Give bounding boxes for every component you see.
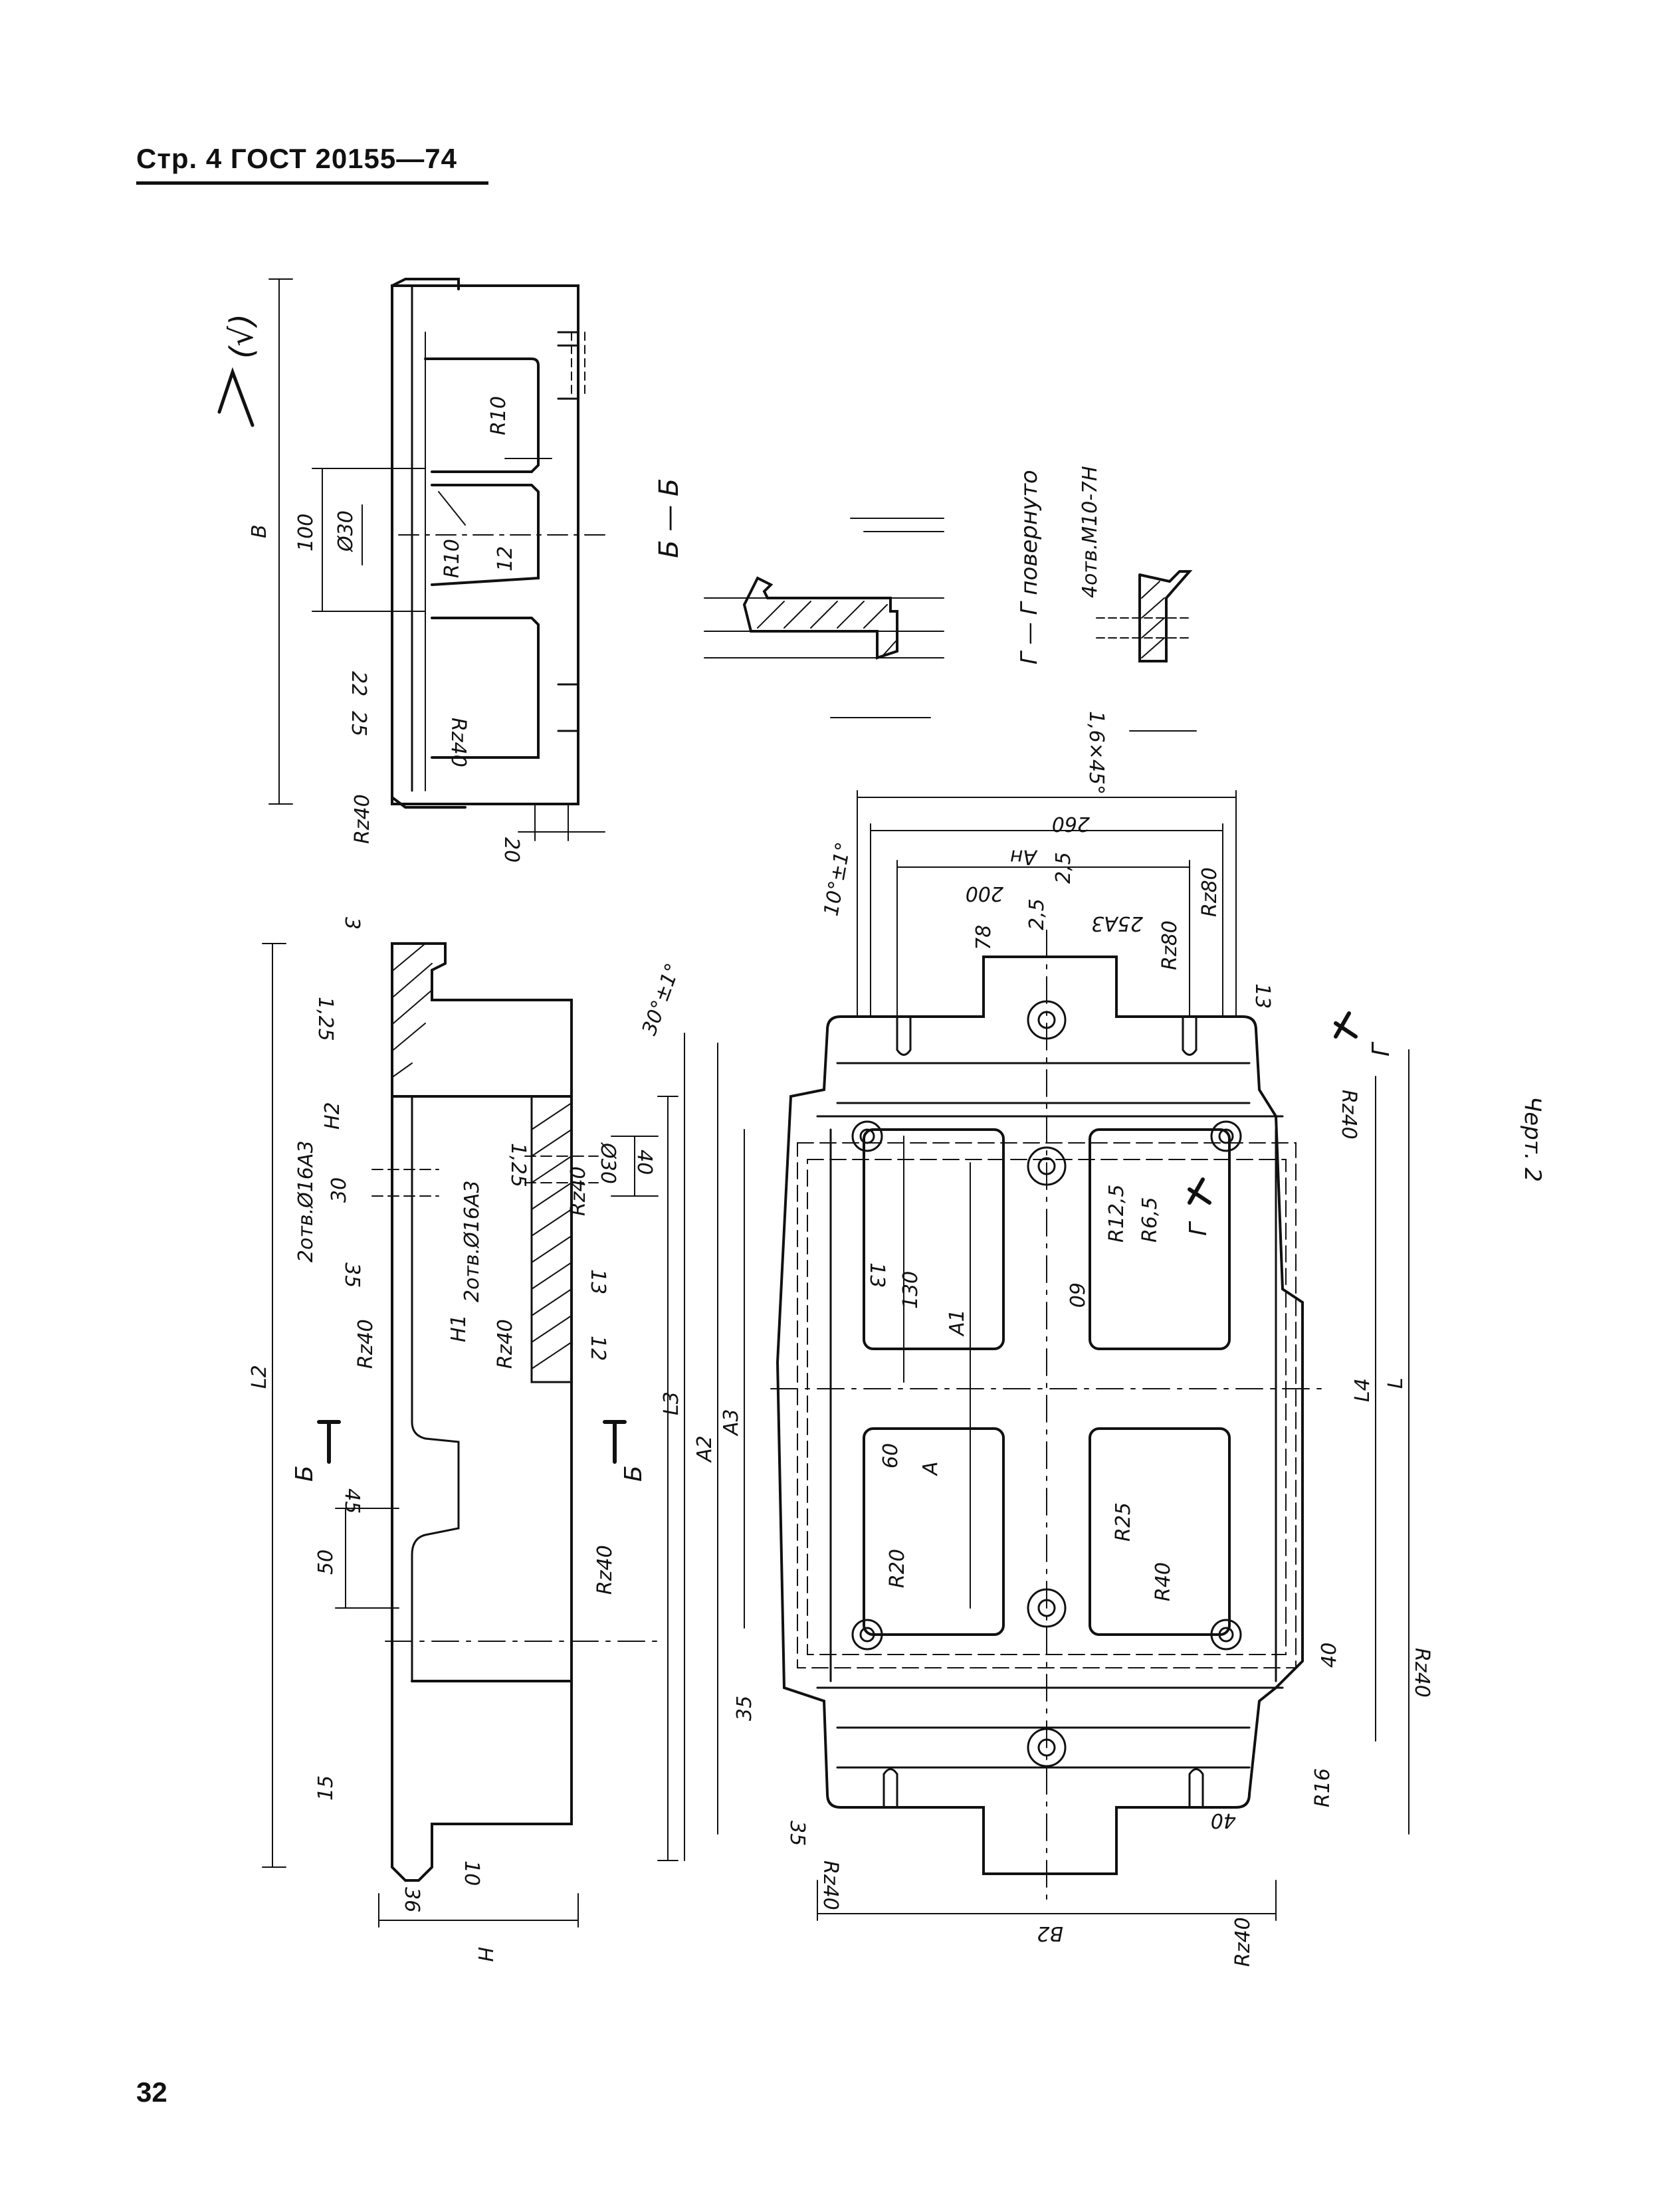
dim-40-pv-b: 40: [1211, 1809, 1236, 1832]
dim-r40: R40: [1152, 1562, 1175, 1601]
dim-an: Aн: [1010, 845, 1038, 868]
surface-finish-symbol: (√): [223, 314, 261, 359]
dim-35-pv-a: 35: [733, 1696, 756, 1721]
figure-caption: Черт. 2: [1519, 1096, 1546, 1182]
dim-13-pv-b: 13: [865, 1262, 888, 1288]
dim-25-a: 2,5: [1052, 852, 1075, 884]
dim-125-b: 1,25: [506, 1143, 530, 1187]
dim-125-a: 1,25: [314, 997, 337, 1041]
dim-b-top: B: [248, 524, 271, 538]
dim-30-sv: 30: [328, 1177, 351, 1203]
dim-50: 50: [314, 1550, 338, 1575]
dim-45: 45: [340, 1488, 364, 1514]
dim-15-sv: 15: [314, 1775, 338, 1801]
dim-rz40-sv-5: Rz40: [593, 1545, 617, 1595]
dim-rz40-sv-4: Rz40: [494, 1319, 517, 1369]
cut-label-b-right: Б: [620, 1465, 647, 1482]
dim-rz80-b: Rz80: [1158, 920, 1182, 970]
dim-h: H: [473, 1947, 496, 1962]
dim-22: 22: [347, 671, 370, 696]
dim-36: 36: [400, 1887, 423, 1912]
dim-r10-b: R10: [441, 539, 464, 578]
dim-12-top: 12: [494, 546, 517, 571]
dim-20-top: 20: [500, 837, 523, 862]
page-number: 32: [136, 2076, 167, 2108]
plan-view-outline: [776, 955, 1304, 1875]
dim-r10-a: R10: [487, 396, 510, 435]
dim-h2: H2: [321, 1102, 344, 1130]
dim-rz40-pv-4: Rz40: [1231, 1917, 1255, 1967]
dim-25-top: 25: [347, 711, 370, 736]
section-g-holes: 4отв.М10-7Н: [1079, 466, 1102, 598]
side-view-outline: [391, 942, 573, 1098]
dim-r65: R6,5: [1138, 1197, 1162, 1243]
top-view: [268, 278, 612, 841]
dim-10deg: 10°±1°: [819, 841, 855, 918]
top-view-outline: [391, 284, 579, 805]
dim-40-sv: 40: [633, 1150, 656, 1175]
dim-13-pv-a: 13: [1251, 983, 1274, 1009]
dim-r25: R25: [1112, 1502, 1135, 1542]
dim-holes-16-b: 2отв.Ø16А3: [461, 1180, 484, 1302]
dim-holes-16-a: 2отв.Ø16А3: [294, 1140, 318, 1262]
dim-rz40-sv-1: Rz40: [351, 794, 374, 844]
section-b-title: Б — Б: [654, 478, 684, 558]
dim-rz40-pv-3: Rz40: [819, 1860, 842, 1910]
dim-rz40-pv-1: Rz40: [1337, 1090, 1360, 1140]
dim-l3: L3: [660, 1391, 683, 1415]
dim-10-sv: 10: [460, 1860, 483, 1886]
dim-r125: R12,5: [1105, 1184, 1128, 1243]
dim-a1: A1: [946, 1309, 969, 1337]
dim-r20: R20: [886, 1549, 909, 1588]
section-g-view: [1096, 570, 1197, 732]
side-view: [262, 942, 678, 1928]
plan-view: [684, 790, 1409, 1921]
dim-60-b: 60: [879, 1443, 902, 1468]
dim-13-sv: 13: [586, 1269, 609, 1294]
dim-60-a: 60: [1065, 1282, 1088, 1308]
dim-260: 260: [1052, 812, 1090, 835]
dim-d30-sv: Ø30: [596, 1142, 619, 1184]
dim-3: 3: [340, 917, 364, 930]
dim-200: 200: [966, 882, 1003, 905]
cut-label-g-mid: Г: [1185, 1221, 1212, 1236]
dim-a: A: [919, 1461, 942, 1476]
dim-40-pv-a: 40: [1318, 1643, 1341, 1668]
dim-l4: L4: [1351, 1378, 1374, 1402]
dim-rz80-a: Rz80: [1198, 867, 1221, 917]
header-text: Стр. 4 ГОСТ 20155—74: [136, 143, 457, 174]
dim-35-pv-b: 35: [785, 1821, 809, 1846]
page-header: Стр. 4 ГОСТ 20155—74: [136, 143, 488, 185]
dim-100: 100: [294, 514, 318, 552]
dim-30deg: 30°±1°: [638, 960, 685, 1039]
dim-a2: A2: [693, 1435, 716, 1463]
dim-78: 78: [972, 925, 995, 950]
cut-label-g-top: Г: [1368, 1041, 1395, 1056]
dim-a3: A3: [720, 1409, 743, 1437]
section-g-chamfer: 1,6×45°: [1085, 711, 1108, 795]
dim-d30-top: Ø30: [334, 510, 358, 553]
dim-130: 130: [899, 1271, 922, 1309]
dim-rz40-sv-3: Rz40: [354, 1319, 377, 1369]
dim-25a3: 25А3: [1091, 912, 1143, 935]
dim-h1: H1: [447, 1314, 470, 1342]
dim-b2: B2: [1037, 1922, 1063, 1945]
dim-rz40-sv-2: Rz40: [567, 1166, 590, 1216]
section-b-view: [704, 518, 944, 718]
dim-l: L: [1384, 1377, 1407, 1389]
dim-rz40-top: Rz40: [447, 718, 470, 767]
cut-label-b-left: Б: [291, 1465, 318, 1482]
header-rule: [136, 181, 488, 185]
dim-25-b: 2,5: [1025, 898, 1049, 930]
dim-rz40-pv-2: Rz40: [1410, 1648, 1433, 1698]
dim-l2: L2: [248, 1365, 271, 1389]
section-g-title: Г — Г повернуто: [1016, 470, 1043, 664]
dim-35-sv: 35: [340, 1262, 364, 1288]
dim-12-sv: 12: [586, 1336, 609, 1361]
dim-r16: R16: [1311, 1768, 1334, 1807]
